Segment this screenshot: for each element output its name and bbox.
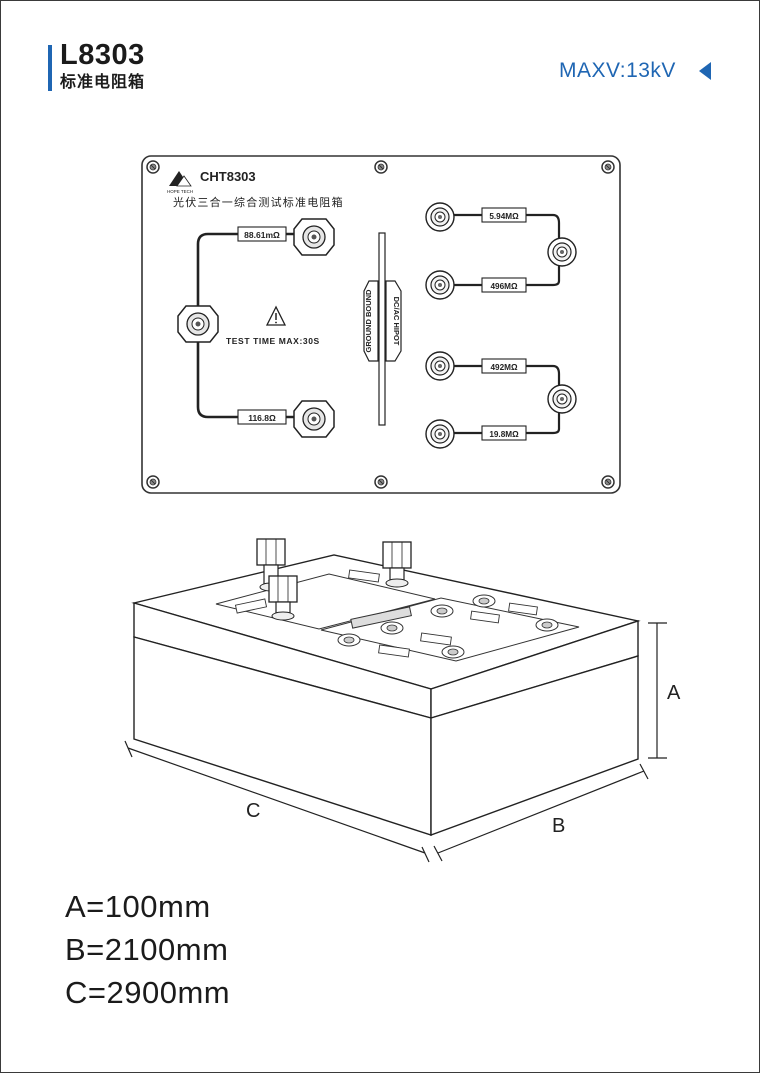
box-body-side — [430, 655, 639, 837]
dimension-a: A=100mm — [65, 889, 211, 924]
test-time-label: TEST TIME MAX:30S — [226, 336, 320, 346]
triangle-left-icon — [699, 62, 711, 80]
svg-text:492MΩ: 492MΩ — [490, 363, 517, 372]
resistor-label-6 — [481, 425, 527, 441]
title-accent-bar — [48, 45, 52, 91]
terminal-post-icon — [382, 541, 412, 588]
dimension-list: A=100mm B=2100mm C=2900mm — [65, 885, 230, 1014]
hope-tech-logo: HOPE TECH — [167, 171, 193, 194]
svg-text:88.61mΩ: 88.61mΩ — [244, 230, 280, 240]
terminal-post-icon — [268, 575, 298, 621]
svg-text:116.8Ω: 116.8Ω — [248, 413, 276, 423]
ground-bound-label: GROUND BOUND — [364, 289, 373, 352]
hipot-tag — [385, 280, 402, 362]
dimension-c: C=2900mm — [65, 975, 231, 1010]
max-voltage: MAXV:13kV — [559, 59, 676, 82]
svg-text:5.94MΩ: 5.94MΩ — [489, 212, 519, 221]
dimension-label-c: C — [246, 800, 260, 822]
dimension-label-a: A — [667, 682, 681, 704]
svg-text:19.8MΩ: 19.8MΩ — [489, 430, 519, 439]
svg-text:496MΩ: 496MΩ — [490, 282, 517, 291]
front-panel-diagram: HOPE TECH CHT8303 光伏三合一综合测试标准电阻箱 88.61mΩ… — [141, 155, 621, 494]
resistor-label-5 — [481, 358, 527, 374]
hipot-label: DC/AC HIPOT — [392, 297, 401, 346]
dimension-label-b: B — [552, 815, 565, 837]
ground-bound-tag — [363, 280, 379, 362]
box-dimension-diagram: A C B — [124, 538, 681, 863]
dimension-b: B=2100mm — [65, 932, 229, 967]
resistor-label-1 — [237, 226, 287, 242]
product-subtitle: 标准电阻箱 — [60, 74, 146, 91]
warning-icon — [265, 305, 287, 326]
resistor-label-3 — [481, 207, 527, 223]
panel-model: CHT8303 — [200, 169, 256, 184]
svg-text:HOPE TECH: HOPE TECH — [167, 189, 193, 194]
resistor-label-4 — [481, 277, 527, 293]
panel-divider — [378, 232, 386, 426]
model-number: L8303 — [60, 39, 145, 71]
panel-product-name: 光伏三合一综合测试标准电阻箱 — [173, 195, 344, 209]
resistor-label-2 — [237, 409, 287, 425]
